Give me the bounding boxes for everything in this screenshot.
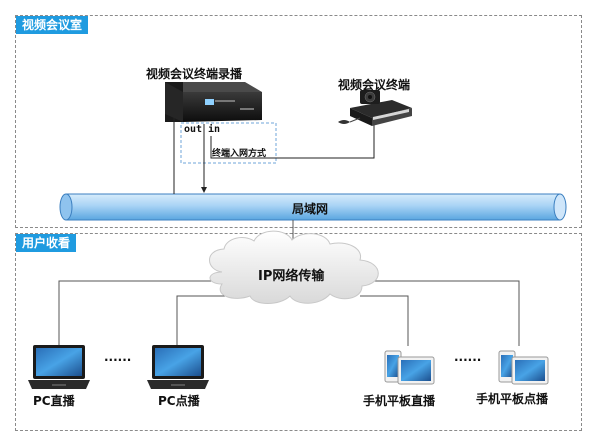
tablet-live-label: 手机平板直播 — [363, 394, 436, 408]
ip-transport-label: IP网络传输 — [258, 269, 325, 284]
ellipsis-left: ······ — [104, 353, 132, 367]
tablet-vod-label: 手机平板点播 — [476, 392, 549, 406]
terminal-device — [338, 90, 412, 126]
port-box — [180, 122, 277, 164]
tablet-phone-vod — [498, 350, 549, 385]
recorder-device — [165, 82, 262, 122]
lan-label: 局域网 — [292, 202, 329, 216]
conference-room-zone: 视频会议室 — [15, 15, 582, 228]
ellipsis-right: ······ — [454, 353, 482, 367]
access-mode-label: 终端入网方式 — [212, 149, 267, 159]
pc-live-label: PC直播 — [33, 394, 75, 408]
port-out-label: out — [184, 124, 203, 135]
distribution-lines — [58, 280, 520, 346]
terminal-in-link — [210, 124, 375, 159]
user-viewing-tag: 用户收看 — [16, 234, 77, 252]
laptop-pc-vod — [147, 345, 209, 389]
user-viewing-zone: 用户收看 — [15, 233, 582, 431]
recorder-label: 视频会议终端录播 — [146, 67, 243, 81]
port-in-label: in — [208, 124, 221, 135]
ip-cloud — [209, 230, 379, 304]
terminal-label: 视频会议终端 — [338, 78, 411, 92]
tablet-phone-live — [384, 350, 435, 385]
conference-room-tag: 视频会议室 — [16, 16, 89, 34]
laptop-pc-live — [28, 345, 90, 389]
pc-vod-label: PC点播 — [158, 394, 200, 408]
lan-pipe — [59, 193, 567, 221]
